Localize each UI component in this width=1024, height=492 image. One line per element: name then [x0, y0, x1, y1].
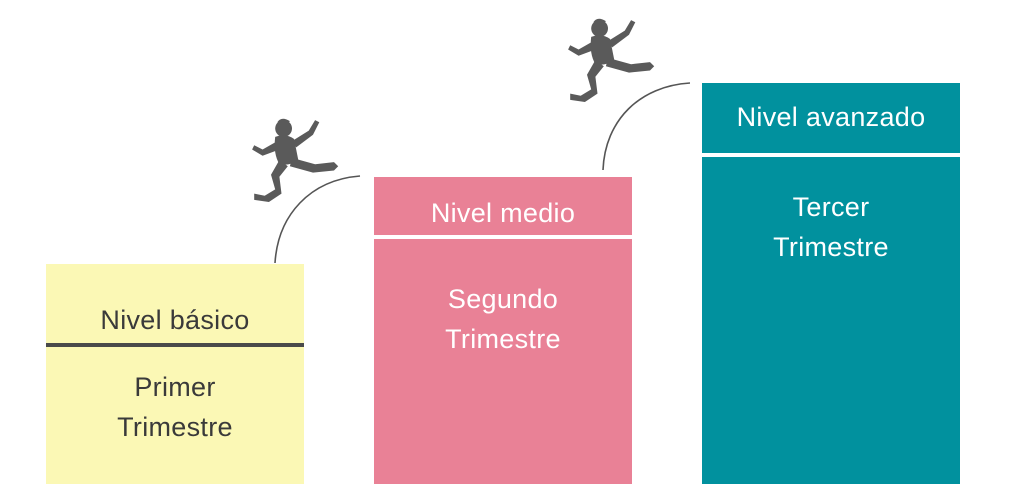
level-title-basic: Nivel básico — [100, 304, 250, 335]
level-period-line: Trimestre — [445, 324, 561, 354]
level-period-medium: Segundo Trimestre — [374, 279, 632, 359]
jump-arc — [602, 82, 691, 171]
level-block-advanced: Nivel avanzado Tercer Trimestre — [702, 83, 960, 484]
level-period-line: Trimestre — [117, 412, 233, 442]
level-divider-advanced — [702, 153, 960, 157]
jump-arc — [274, 175, 361, 264]
level-period-line: Trimestre — [773, 232, 889, 262]
level-divider-medium — [374, 235, 632, 239]
level-title-advanced: Nivel avanzado — [736, 101, 926, 132]
level-block-basic: Nivel básico Primer Trimestre — [46, 264, 304, 484]
level-period-line: Segundo — [447, 284, 559, 314]
jumping-person-icon — [252, 118, 339, 202]
jumping-person-icon — [568, 18, 655, 103]
level-period-advanced: Tercer Trimestre — [702, 187, 960, 267]
level-title-medium: Nivel medio — [430, 197, 576, 228]
level-period-basic: Primer Trimestre — [46, 367, 304, 447]
level-block-medium: Nivel medio Segundo Trimestre — [374, 177, 632, 484]
level-period-line: Primer — [134, 372, 216, 402]
level-divider-basic — [46, 343, 304, 347]
level-period-line: Tercer — [792, 192, 870, 222]
